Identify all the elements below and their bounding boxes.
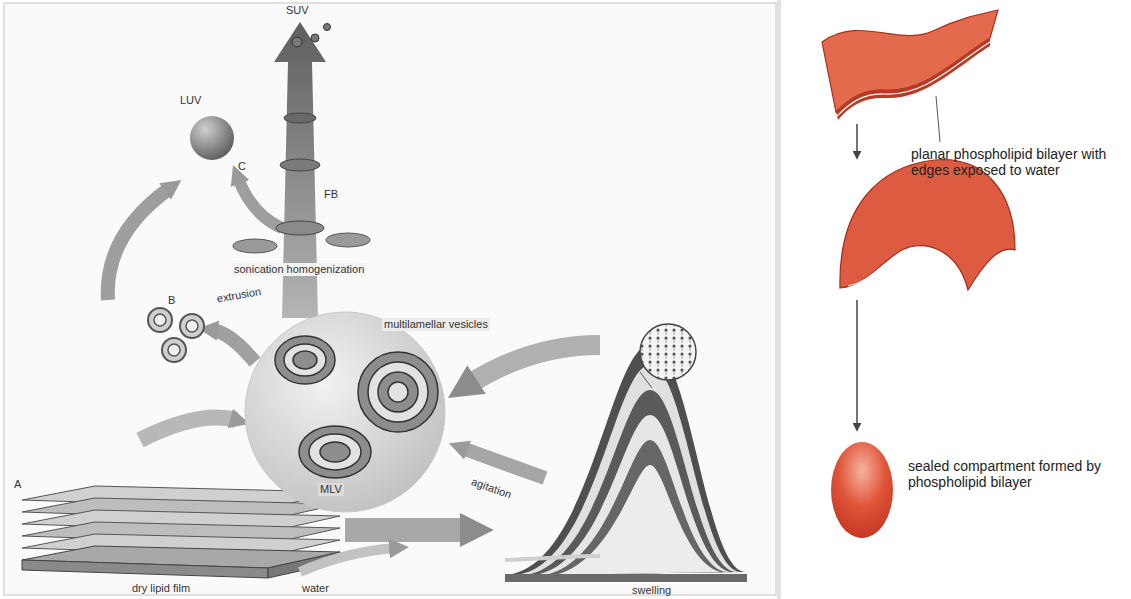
multilamellar-vesicles-part [245,312,445,512]
process-arrows-part [468,345,600,385]
dry-lipid-film [22,486,340,578]
panel-frame-part [4,3,776,595]
planar-bilayer-sheet-part [822,10,998,112]
swelling-layers-part [555,465,720,575]
sized-vesicles-part [168,344,180,356]
process-label: water [300,582,331,595]
multilamellar-vesicles [245,312,445,512]
process-label: sonication homogenization [232,263,366,276]
swelling-layers-part [640,324,696,380]
bilayer-fragments-part [280,159,320,171]
sized-vesicles-part [148,308,172,332]
small-unilamellar-vesicles-part [311,34,319,42]
multilamellar-vesicles-part [299,426,371,478]
bilayer-fragments-part [276,221,324,235]
large-unilamellar-vesicle-part [190,116,234,160]
step-arrows [857,124,858,430]
swelling-layers-part [505,345,745,575]
curving-bilayer-part [840,160,1015,290]
process-arrows-part [238,178,282,228]
stage-letter: C [236,160,248,173]
large-unilamellar-vesicle [190,116,234,160]
multilamellar-vesicles-part [378,372,418,412]
dry-lipid-film-part [22,560,268,578]
multilamellar-vesicles-part [320,442,350,462]
stage-label: LUV [178,94,203,107]
hydration-arrow-part [300,548,395,572]
swelling-layers-part [515,365,740,575]
sized-vesicles-part [162,338,186,362]
planar-bilayer-sheet-part [837,42,990,116]
multilamellar-vesicles-part [293,351,317,369]
stage-letter: A [12,478,23,491]
hydration-arrow [300,530,470,572]
stage-label: swelling [630,584,673,597]
panel-frame-part [777,0,781,599]
sized-vesicles-part [154,314,166,326]
step-arrows-part [856,124,858,158]
multilamellar-vesicles-part [309,434,361,470]
swelling-layers-part [525,390,735,575]
bilayer-fragments-part [284,113,316,123]
planar-bilayer-sheet [822,10,998,142]
step-arrows-part [856,300,858,430]
curving-bilayer-part [848,250,965,286]
stage-label: SUV [284,4,311,17]
stage-letter: B [166,294,177,307]
multilamellar-vesicles-part [358,352,438,432]
panel-frame [4,0,779,599]
stage-label: multilamellar vesicles [382,318,490,331]
planar-bilayer-sheet-part [936,96,940,142]
sized-vesicles [148,308,204,362]
multilamellar-vesicles-part [388,382,408,402]
sized-vesicles-part [186,320,198,332]
swelling-layers-part [535,415,730,575]
multilamellar-vesicles-part [284,344,326,376]
process-arrows-part [108,188,170,300]
step-label: planar phospholipid bilayer with edges e… [909,146,1127,178]
stage-label: FB [322,188,340,201]
step-label: sealed compartment formed by phospholipi… [906,458,1115,490]
stage-label: MLV [318,483,344,496]
swelling-layers-part [505,556,600,560]
planar-bilayer-sheet-part [836,38,990,120]
multilamellar-vesicles-part [368,362,428,422]
process-arrows-part [140,418,236,441]
bilayer-fragments [233,113,370,253]
process-arrows-part [212,330,255,362]
process-arrows-part [462,448,545,478]
swelling-layers-part [505,574,747,582]
hydration-arrow-part [345,518,470,542]
sized-vesicles-part [180,314,204,338]
bilayer-fragments-part [326,233,370,247]
stage-label: dry lipid film [130,582,192,595]
small-unilamellar-vesicles-part [292,37,302,47]
bilayer-fragments-part [233,239,277,253]
multilamellar-vesicles-part [275,336,335,384]
sealed-vesicle [831,442,893,538]
small-unilamellar-vesicles [292,24,331,48]
sealed-vesicle-part [831,442,893,538]
curving-bilayer [840,160,1015,290]
small-unilamellar-vesicles-part [324,24,331,31]
